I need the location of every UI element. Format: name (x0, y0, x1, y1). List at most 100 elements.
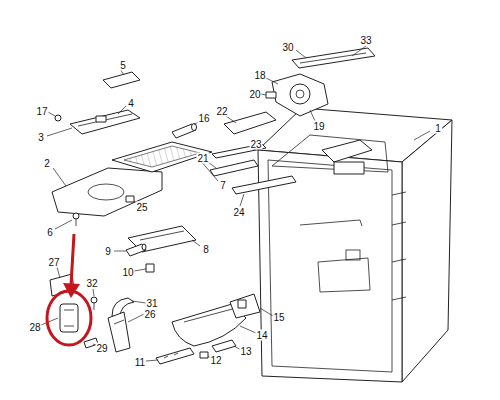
liner-body (392, 192, 406, 195)
callout-number: 30 (281, 42, 294, 53)
liner-body (272, 135, 388, 172)
long-rail (232, 176, 296, 206)
fan-cover-bar (296, 50, 306, 58)
callout-number: 12 (209, 355, 222, 366)
cover-plate (52, 168, 162, 216)
cover-plate (52, 168, 162, 216)
cover-plate (88, 184, 124, 200)
hinge-bracket (132, 301, 146, 303)
crisper-cover (238, 300, 246, 308)
damper-cover (224, 112, 276, 134)
callout-number: 5 (119, 60, 127, 71)
damper-assembly (310, 110, 315, 121)
callout-number: 26 (143, 309, 156, 320)
liner-body (392, 297, 406, 300)
callout-number: 32 (85, 278, 98, 289)
liner-body (318, 258, 370, 292)
control-housing (118, 106, 126, 114)
control-housing (48, 112, 55, 116)
thermistor-tray (140, 231, 184, 240)
callout-number: 7 (219, 180, 227, 191)
fan-cover-bar (292, 46, 375, 68)
callout-number: 10 (121, 267, 134, 278)
callout-number: 28 (28, 322, 41, 333)
callout-number: 13 (239, 346, 252, 357)
damper-assembly (290, 84, 310, 104)
hinge-bracket (128, 314, 144, 322)
callout-number: 31 (145, 298, 158, 309)
callout-number: 24 (232, 207, 245, 218)
callout-number: 19 (312, 121, 325, 132)
liner-body (258, 108, 452, 382)
vent-parts (156, 348, 194, 364)
damper-assembly (266, 92, 276, 98)
callout-number: 1 (434, 123, 442, 134)
callout-number: 2 (43, 158, 51, 169)
callout-number: 18 (253, 70, 266, 81)
screw (55, 213, 79, 229)
light-assembly (64, 310, 74, 311)
highlight-arrow (47, 291, 91, 345)
hinge-bracket (114, 320, 124, 324)
light-assembly (91, 297, 97, 303)
vent-parts (212, 340, 236, 352)
crisper-cover (184, 308, 236, 322)
callout-number: 20 (248, 89, 261, 100)
light-assembly (41, 267, 98, 348)
liner-body (300, 220, 362, 226)
hinge-bracket (108, 312, 130, 352)
vent-parts (146, 360, 158, 361)
liner-body (268, 160, 392, 372)
control-housing (47, 106, 140, 136)
callout-number: 3 (37, 132, 45, 143)
thermistor-tray (142, 244, 146, 250)
thermistor-tray (126, 244, 146, 256)
thermistor-tray (114, 226, 200, 272)
control-housing (55, 115, 61, 121)
liner-body (392, 222, 406, 225)
light-assembly (41, 318, 58, 325)
light-assembly (60, 304, 78, 332)
highlight-arrow (47, 234, 91, 345)
clip (126, 196, 134, 202)
callout-number: 16 (197, 113, 210, 124)
small-bracket (103, 72, 140, 88)
light-assembly (94, 303, 95, 310)
callout-number: 9 (104, 246, 112, 257)
control-housing (47, 128, 72, 136)
fan-cover-bar (352, 46, 366, 56)
control-housing (70, 110, 140, 134)
grille-shelf (112, 142, 212, 172)
vent-parts (174, 353, 178, 355)
callout-number: 21 (196, 153, 209, 164)
air-duct (210, 160, 258, 176)
vent-parts (146, 340, 241, 364)
callout-number: 14 (255, 330, 268, 341)
fan-cover-bar (292, 48, 375, 68)
damper-assembly (261, 94, 266, 95)
callout-number: 27 (47, 257, 60, 268)
liner-body (322, 140, 372, 162)
callout-number: 25 (135, 202, 148, 213)
liner-body (334, 162, 364, 174)
callout-number: 4 (127, 98, 135, 109)
liner-body (402, 120, 452, 382)
damper-cover (226, 116, 236, 123)
highlight-arrow (71, 234, 74, 285)
callout-number: 15 (272, 312, 285, 323)
control-housing (78, 114, 132, 126)
long-rail (240, 194, 244, 206)
thermistor-tray (114, 251, 126, 252)
callout-number: 33 (359, 35, 372, 46)
crisper-cover (172, 294, 273, 346)
tube (172, 121, 199, 138)
screw (76, 219, 77, 226)
control-housing (96, 116, 106, 122)
small-bracket (103, 69, 140, 88)
damper-cover (224, 112, 276, 134)
tube (192, 124, 197, 131)
light-assembly (93, 289, 94, 296)
liner-body (392, 259, 406, 262)
